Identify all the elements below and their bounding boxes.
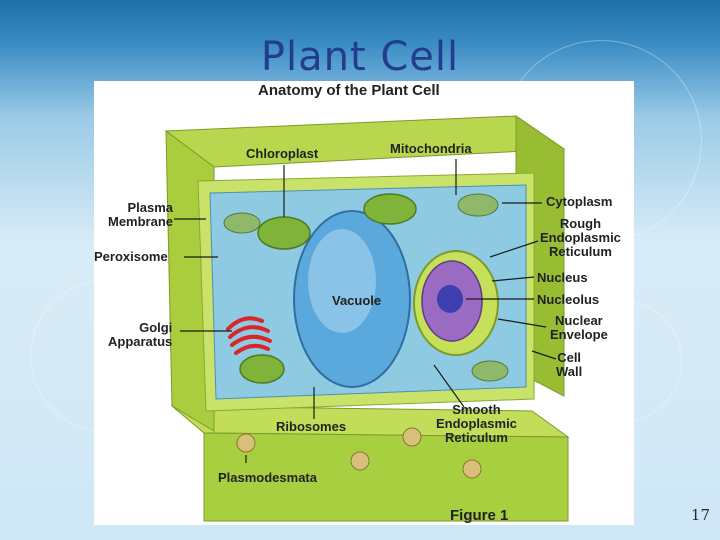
label-peroxisome: Peroxisome [94,249,168,264]
label-plasmodesmata: Plasmodesmata [218,470,317,485]
label-vacuole: Vacuole [332,293,382,308]
label-rough-er: Rough Endoplasmic Reticulum [540,216,621,259]
figure-caption: Figure 1 [450,507,509,524]
page-number: 17 [690,506,710,524]
label-nucleolus: Nucleolus [537,292,600,307]
mitochondrion [223,212,261,234]
plasmodesma [462,459,482,479]
plasmodesma [236,433,256,453]
plasmodesma [350,451,370,471]
chloroplast [257,216,311,250]
plasmodesma [402,427,422,447]
label-cell-wall: Cell Wall [556,350,583,379]
mitochondrion [471,360,509,382]
label-ribosomes: Ribosomes [276,419,347,434]
plant-cell-diagram [164,115,570,522]
mitochondrion [457,193,499,217]
label-cytoplasm: Cytoplasm [546,194,613,209]
figure-title: Anatomy of the Plant Cell [258,82,440,99]
slide-title: Plant Cell [260,34,460,80]
leader-lines [174,159,557,463]
chloroplast [363,193,417,225]
label-nucleus: Nucleus [537,270,588,285]
label-chloroplast: Chloroplast [246,146,319,161]
cell-wall-base [203,432,569,522]
label-nuclear-envelope: Nuclear Envelope [550,313,608,342]
cell-wall-top-face [164,115,566,168]
label-golgi-apparatus: Golgi Apparatus [108,320,173,349]
label-plasma-membrane: Plasma Membrane [108,200,174,229]
label-mitochondria: Mitochondria [390,141,472,156]
chloroplast [239,354,285,384]
nucleolus [437,285,463,313]
plant-cell-figure: Anatomy of the Plant Cell Chloroplast Mi… [94,81,634,525]
label-smooth-er: Smooth Endoplasmic Reticulum [436,402,517,445]
golgi-apparatus [226,316,272,355]
